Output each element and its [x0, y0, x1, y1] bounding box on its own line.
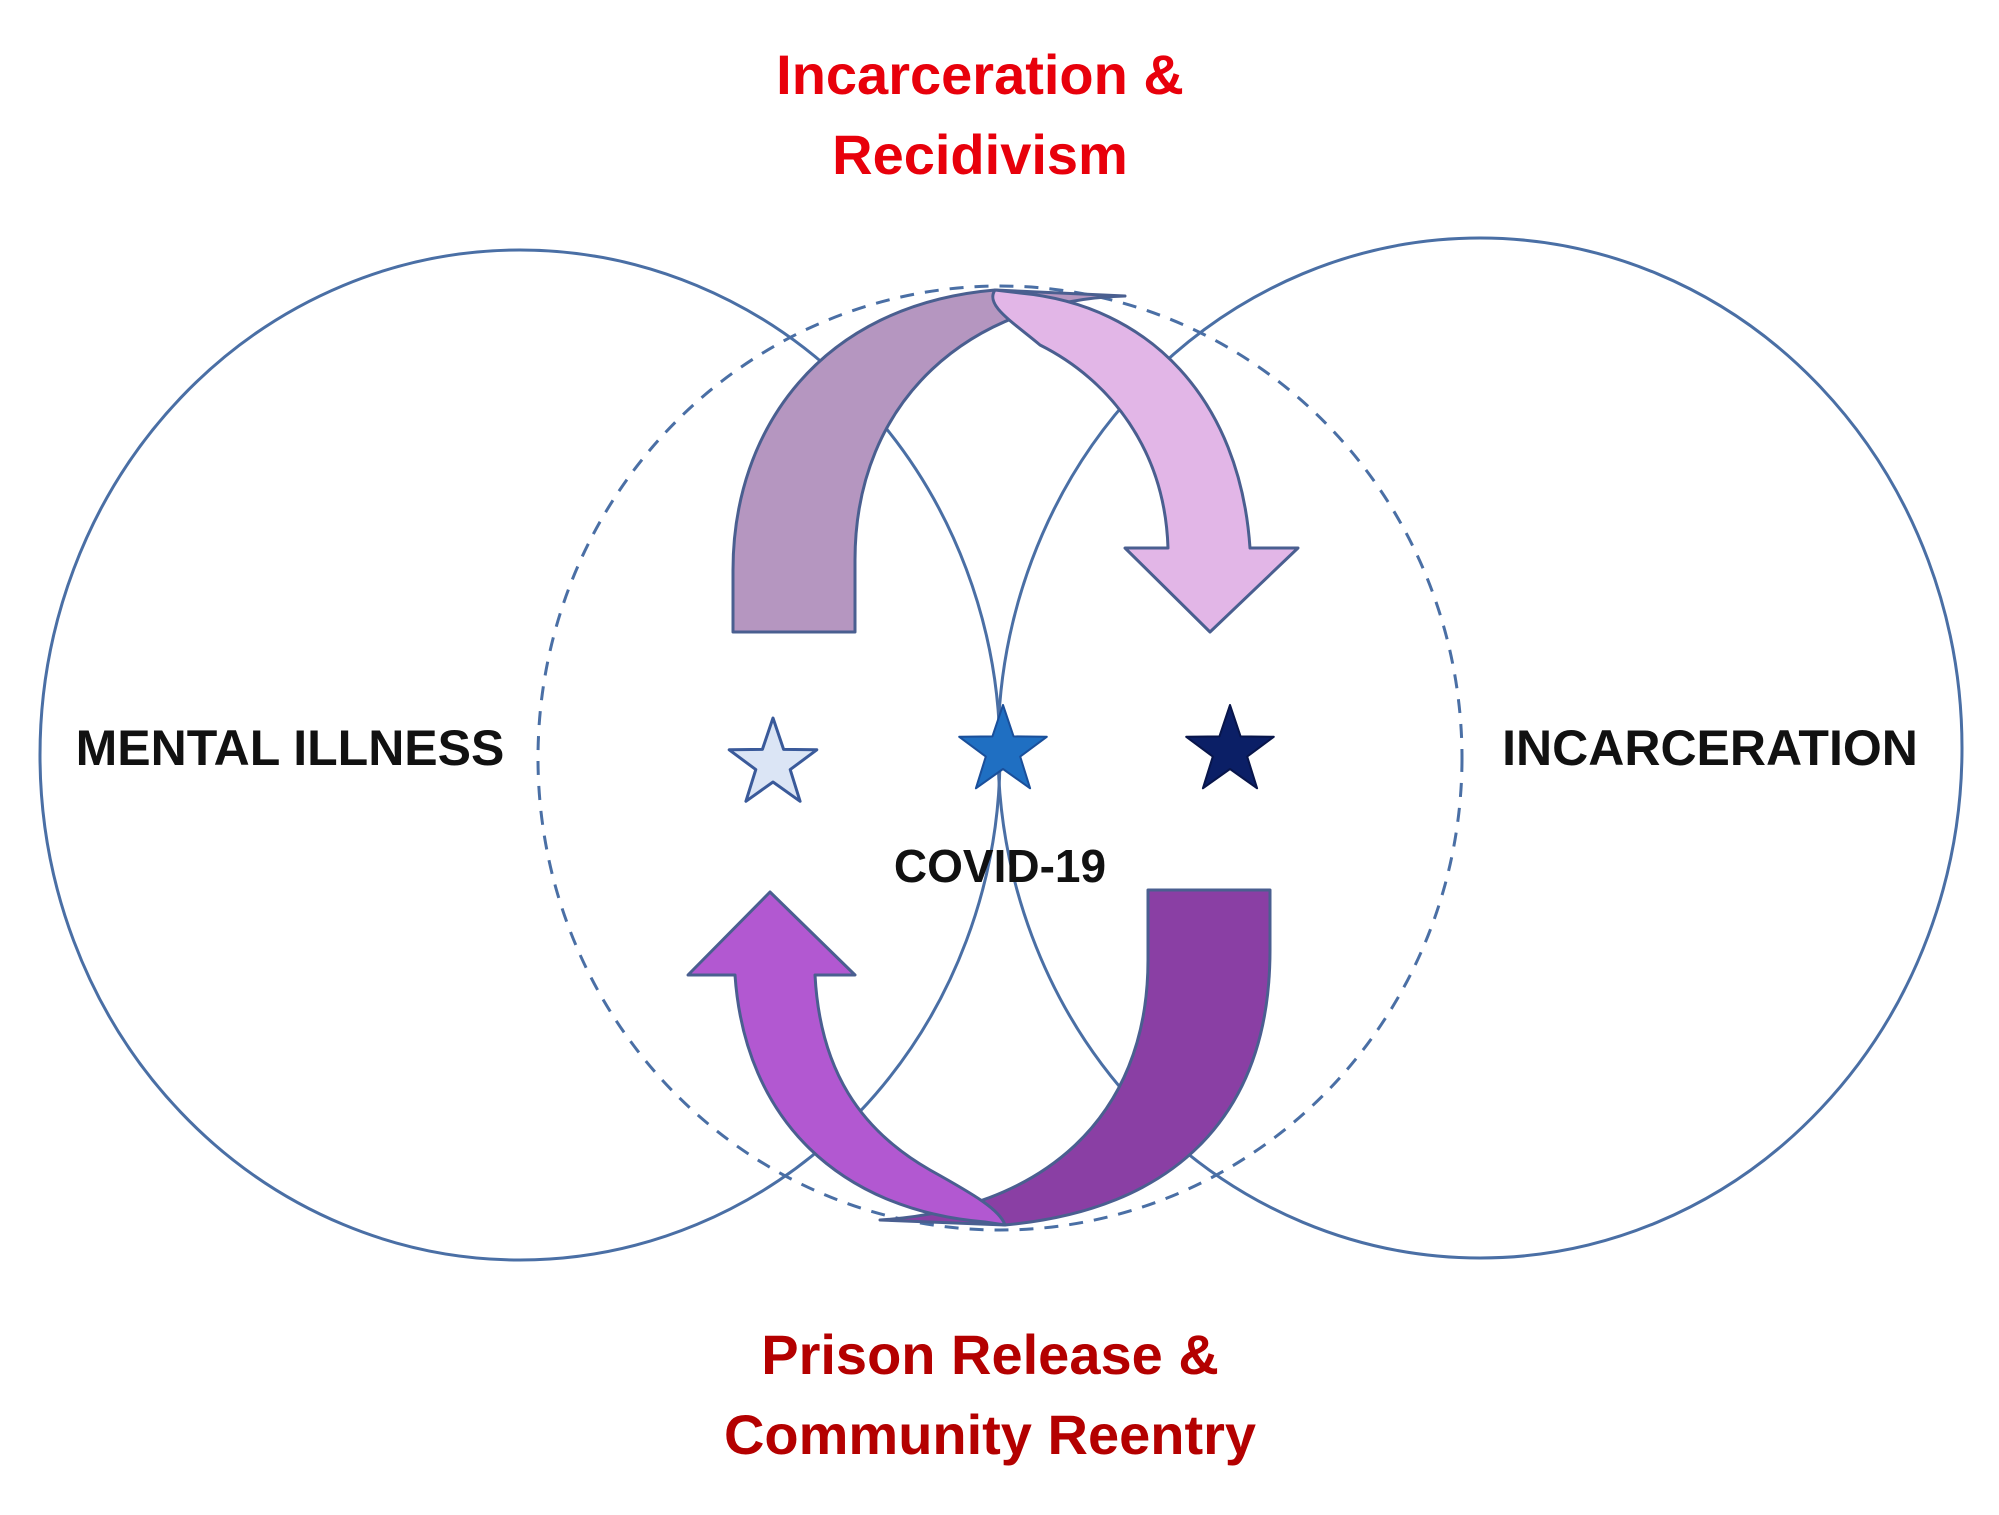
- mid-blue-star-icon: [958, 704, 1048, 790]
- bottom-label-line-2: Community Reentry: [723, 1403, 1257, 1466]
- top-label-line-1: Incarceration &: [776, 43, 1184, 106]
- dark-blue-star-icon: [1185, 704, 1275, 790]
- bottom-arrow-left-segment: [686, 890, 1007, 1227]
- light-star-icon: [727, 716, 819, 803]
- incarceration-label: INCARCERATION: [1502, 720, 1918, 776]
- top-arrow-right-segment: [991, 288, 1300, 634]
- bottom-arrow-right-segment: [878, 888, 1272, 1227]
- bottom-label-line-1: Prison Release &: [761, 1323, 1219, 1386]
- mental-illness-label: MENTAL ILLNESS: [75, 720, 505, 776]
- top-arrow-left-segment: [731, 288, 1127, 634]
- top-cycle-label: Incarceration & Recidivism: [640, 35, 1320, 195]
- top-label-line-2: Recidivism: [832, 123, 1128, 186]
- covid-label: COVID-19: [893, 840, 1107, 892]
- bottom-cycle-label: Prison Release & Community Reentry: [610, 1315, 1370, 1475]
- covid-dashed-circle: [536, 284, 1464, 1232]
